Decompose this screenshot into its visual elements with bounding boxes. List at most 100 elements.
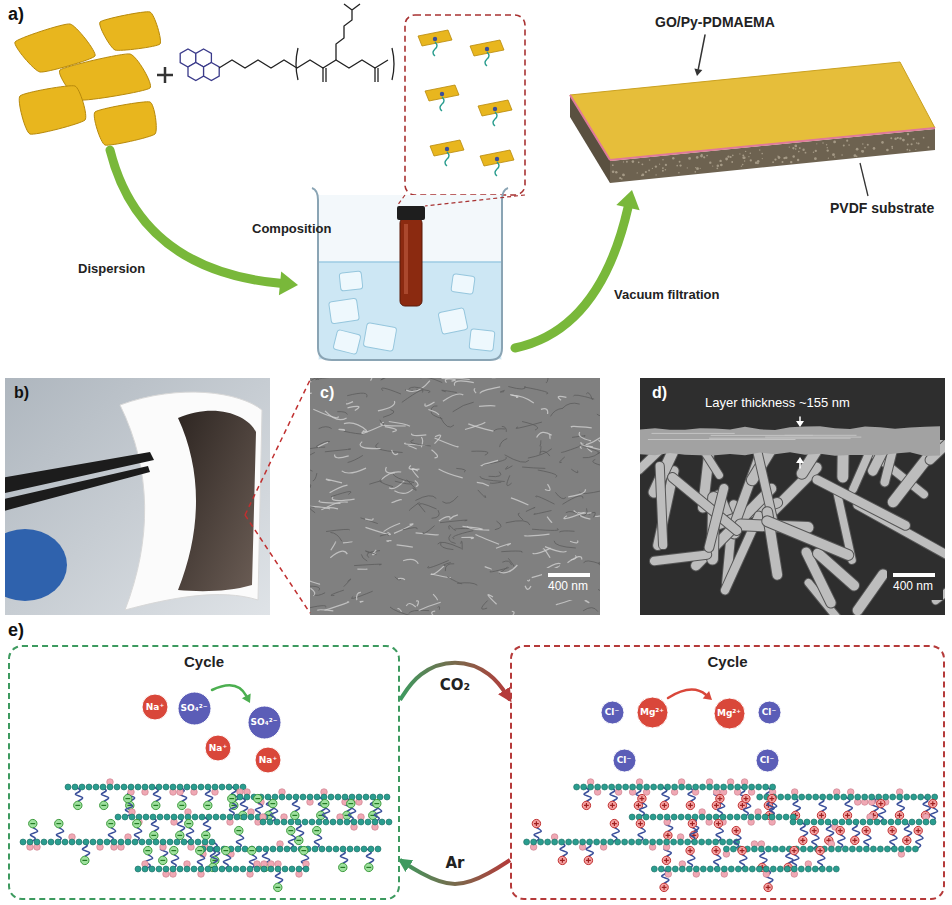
carbon-atom bbox=[581, 784, 587, 790]
leader-arrow-head bbox=[694, 68, 702, 76]
wrinkle bbox=[310, 470, 313, 475]
carbon-atom bbox=[707, 866, 713, 872]
ice-cube bbox=[438, 308, 468, 335]
wrinkle bbox=[331, 542, 336, 551]
carbon-atom bbox=[157, 814, 163, 820]
ion-label: Na⁺ bbox=[209, 743, 227, 754]
pvdf-texture bbox=[789, 146, 790, 147]
charge-group bbox=[365, 863, 373, 871]
charge-sign bbox=[275, 887, 280, 888]
wrinkle bbox=[584, 561, 600, 564]
wrinkle bbox=[313, 409, 338, 418]
charge-sign bbox=[314, 830, 319, 831]
carbon-atom bbox=[365, 819, 371, 825]
carbon-atom bbox=[615, 839, 621, 845]
pvdf-fiber-shadow bbox=[660, 466, 663, 545]
wrinkle bbox=[310, 447, 325, 450]
mini-sheet bbox=[480, 150, 514, 166]
graphene-oxide-sheet bbox=[19, 86, 86, 134]
charge-sign bbox=[838, 828, 843, 833]
wrinkle bbox=[331, 492, 351, 497]
carbon-atom bbox=[335, 794, 341, 800]
wrinkle bbox=[316, 378, 331, 380]
carbon-atom bbox=[263, 846, 269, 852]
wrinkle bbox=[425, 402, 435, 406]
pvdf-texture bbox=[719, 160, 721, 162]
go-layer-section bbox=[640, 426, 940, 456]
wrinkle bbox=[365, 518, 373, 520]
wrinkle bbox=[310, 507, 315, 513]
wrinkle bbox=[313, 473, 317, 481]
carbon-atom bbox=[100, 784, 106, 790]
pvdf-texture bbox=[816, 143, 817, 144]
pvdf-texture bbox=[897, 137, 899, 139]
wrinkle bbox=[526, 507, 535, 511]
wrinkle bbox=[502, 426, 507, 432]
charge-sign bbox=[160, 860, 165, 861]
carbon-atom bbox=[609, 784, 615, 790]
charge-sign bbox=[852, 838, 857, 843]
carbon-atom bbox=[765, 846, 771, 852]
ion-circle: Cl⁻ bbox=[612, 748, 637, 773]
carbon-atom bbox=[104, 839, 110, 845]
carbon-atom bbox=[595, 784, 601, 790]
carbon-atom bbox=[233, 866, 239, 872]
carbon-atom bbox=[244, 794, 250, 800]
charge-sign bbox=[171, 850, 176, 851]
charge-group bbox=[202, 831, 210, 839]
carbon-atom bbox=[650, 814, 656, 820]
pvdf-texture bbox=[742, 164, 744, 166]
wrinkle bbox=[342, 468, 366, 473]
carbon-atom bbox=[277, 846, 283, 852]
wrinkle bbox=[325, 602, 349, 610]
charge-sign bbox=[734, 828, 739, 833]
charge-sign bbox=[255, 798, 260, 799]
carbon-atom bbox=[361, 846, 367, 852]
wrinkle bbox=[415, 496, 436, 501]
carbon-atom bbox=[757, 794, 763, 800]
carbon-atom bbox=[869, 794, 875, 800]
charge-group bbox=[686, 846, 694, 854]
charge-group bbox=[686, 801, 694, 809]
wrinkle bbox=[357, 568, 367, 569]
layer-streak bbox=[648, 439, 796, 440]
thickness-arrow bbox=[799, 463, 801, 468]
carbon-atom bbox=[242, 846, 248, 852]
carbon-atom bbox=[657, 839, 663, 845]
wrinkle bbox=[387, 540, 392, 542]
carbon-atom bbox=[93, 784, 99, 790]
carbon-atom bbox=[226, 784, 232, 790]
carbon-atom bbox=[214, 846, 220, 852]
charge-sign bbox=[177, 835, 182, 836]
charge-sign bbox=[864, 828, 869, 833]
carbon-atom bbox=[756, 784, 762, 790]
carbon-atom bbox=[240, 866, 246, 872]
wrinkle bbox=[533, 548, 551, 554]
charge-sign bbox=[153, 805, 158, 806]
carbon-atom bbox=[897, 794, 903, 800]
wrinkle bbox=[310, 452, 315, 458]
charge-sign bbox=[101, 805, 106, 806]
carbon-atom bbox=[328, 794, 334, 800]
carbon-atom bbox=[671, 814, 677, 820]
panel-c-sem bbox=[310, 378, 600, 615]
carbon-atom bbox=[198, 784, 204, 790]
wrinkle bbox=[480, 387, 500, 394]
carbon-atom bbox=[778, 794, 784, 800]
charge-group bbox=[339, 863, 347, 871]
carbon-atom bbox=[234, 814, 240, 820]
pvdf-texture bbox=[757, 162, 759, 164]
carbon-atom bbox=[580, 839, 586, 845]
panel-d-sem bbox=[640, 378, 945, 615]
carbon-atom bbox=[265, 794, 271, 800]
carbon-atom bbox=[911, 794, 917, 800]
carbon-atom bbox=[790, 819, 796, 825]
charge-group bbox=[558, 856, 566, 864]
wrinkle bbox=[347, 393, 367, 397]
pvdf-texture bbox=[742, 155, 744, 157]
wrinkle bbox=[442, 496, 458, 503]
carbon-atom bbox=[602, 784, 608, 790]
wrinkle bbox=[403, 528, 418, 530]
carbon-atom bbox=[665, 866, 671, 872]
wrinkle bbox=[540, 446, 541, 455]
